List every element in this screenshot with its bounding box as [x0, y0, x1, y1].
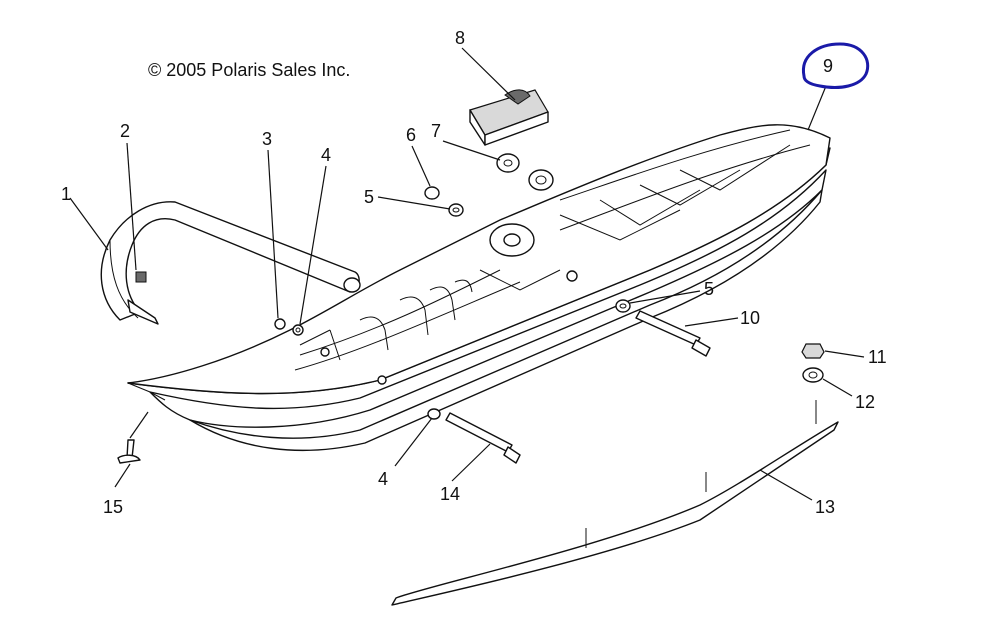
callout-15: 15: [103, 497, 123, 517]
callout-1: 1: [61, 184, 71, 204]
callout-6: 6: [406, 125, 416, 145]
callout-10: 10: [740, 308, 760, 328]
hardware: [117, 153, 825, 464]
callout-8: 8: [455, 28, 465, 48]
callout-4: 4: [321, 145, 331, 165]
callout-5: 5: [364, 187, 374, 207]
callout-5b: 5: [704, 279, 714, 299]
callout-13: 13: [815, 497, 835, 517]
callout-14: 14: [440, 484, 460, 504]
callout-4b: 4: [378, 469, 388, 489]
callout-2: 2: [120, 121, 130, 141]
callout-7: 7: [431, 121, 441, 141]
copyright-text: © 2005 Polaris Sales Inc.: [148, 60, 350, 80]
callout-12: 12: [855, 392, 875, 412]
callout-9: 9: [823, 56, 833, 76]
ski-loop: [100, 201, 361, 325]
highlight-circle: [801, 42, 870, 89]
callout-3: 3: [262, 129, 272, 149]
runner-part-13: [391, 400, 839, 606]
callout-11: 11: [868, 347, 887, 367]
leader-lines: [69, 47, 865, 501]
ski-body: [127, 124, 831, 452]
wedge-part-8: [469, 89, 549, 146]
pin-part-2: [135, 271, 147, 283]
